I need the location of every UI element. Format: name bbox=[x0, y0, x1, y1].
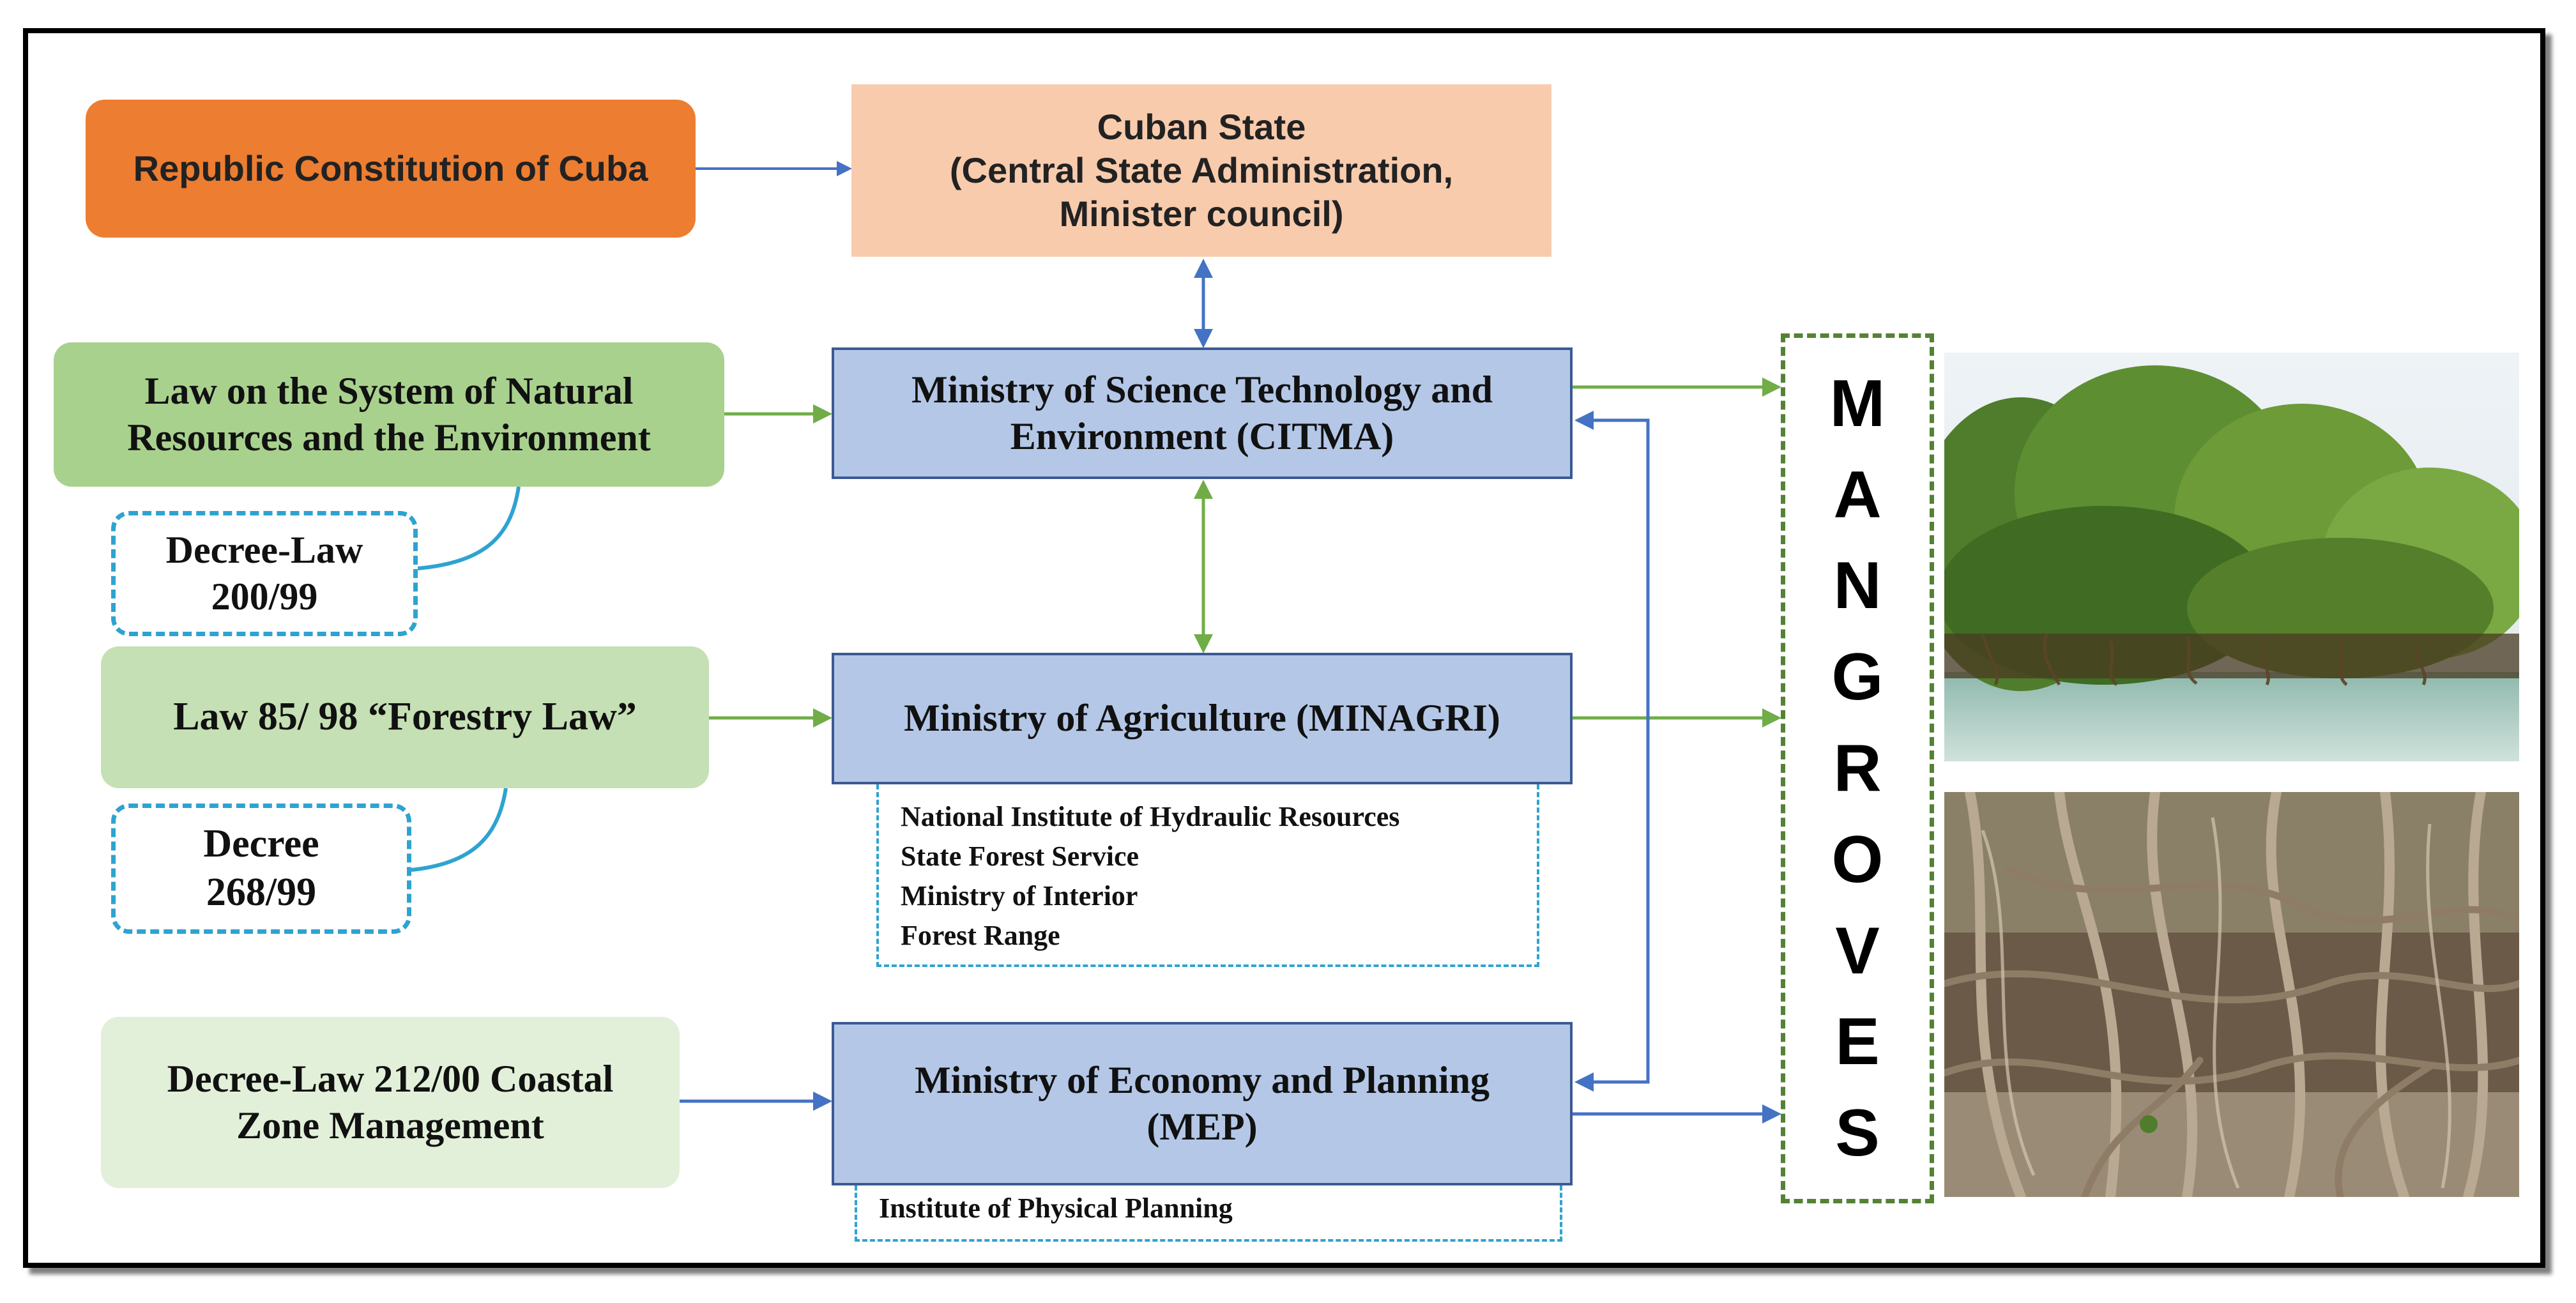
mangroves-letter: R bbox=[1833, 731, 1882, 805]
decree-law-200-line-1: Decree-Law bbox=[165, 528, 363, 571]
forestry-law-label: Law 85/ 98 “Forestry Law” bbox=[173, 695, 637, 739]
mep-box: Ministry of Economy and Planning (MEP) bbox=[832, 1022, 1573, 1185]
coastal-law-box: Decree-Law 212/00 Coastal Zone Managemen… bbox=[101, 1017, 680, 1188]
mangroves-letter: G bbox=[1831, 640, 1884, 715]
citma-box: Ministry of Science Technology and Envir… bbox=[832, 347, 1573, 479]
decree-law-200-line-2: 200/99 bbox=[211, 575, 318, 618]
cuban-state-box: Cuban State (Central State Administratio… bbox=[851, 84, 1551, 257]
citma-line-2: Environment (CITMA) bbox=[1010, 415, 1394, 457]
constitution-box: Republic Constitution of Cuba bbox=[86, 100, 696, 238]
mep-line-1: Ministry of Economy and Planning bbox=[914, 1058, 1490, 1101]
decree-law-200-box: Decree-Law 200/99 bbox=[111, 511, 418, 636]
mangroves-letter: N bbox=[1833, 549, 1882, 623]
cuban-state-line-2: (Central State Administration, bbox=[949, 149, 1454, 190]
mangroves-letter: M bbox=[1829, 366, 1886, 441]
law-environment-line-1: Law on the System of Natural bbox=[144, 369, 634, 412]
cuban-state-line-1: Cuban State bbox=[1097, 106, 1306, 147]
minagri-box: Ministry of Agriculture (MINAGRI) bbox=[832, 653, 1573, 784]
mangroves-letter: O bbox=[1831, 822, 1884, 897]
minagri-subunit-item: Forest Range bbox=[901, 920, 1060, 951]
decree-268-box: Decree 268/99 bbox=[111, 804, 411, 934]
decree-268-line-1: Decree bbox=[203, 822, 319, 866]
minagri-subunit-item: Ministry of Interior bbox=[901, 880, 1138, 911]
mangrove-roots-photo bbox=[1944, 792, 2519, 1197]
mangroves-letter: V bbox=[1835, 913, 1880, 988]
mep-subunit-item: Institute of Physical Planning bbox=[879, 1193, 1233, 1224]
cuban-state-line-3: Minister council) bbox=[1059, 194, 1344, 234]
constitution-label: Republic Constitution of Cuba bbox=[133, 148, 648, 188]
mangrove-canopy-photo bbox=[1944, 353, 2519, 761]
mep-line-2: (MEP) bbox=[1147, 1106, 1258, 1148]
coastal-law-line-2: Zone Management bbox=[236, 1104, 544, 1147]
mep-subunit-box: Institute of Physical Planning bbox=[855, 1185, 1562, 1242]
decree-268-line-2: 268/99 bbox=[206, 871, 317, 914]
minagri-subunits-box: National Institute of Hydraulic Resource… bbox=[876, 784, 1539, 967]
forestry-law-box: Law 85/ 98 “Forestry Law” bbox=[101, 646, 709, 788]
arrow-citma-mep-bracket bbox=[1574, 663, 1650, 1092]
mangroves-letter: E bbox=[1835, 1005, 1880, 1079]
minagri-subunit-item: State Forest Service bbox=[901, 841, 1139, 872]
minagri-subunit-item: National Institute of Hydraulic Resource… bbox=[901, 801, 1400, 832]
law-environment-box: Law on the System of Natural Resources a… bbox=[54, 342, 724, 487]
law-environment-line-2: Resources and the Environment bbox=[127, 416, 651, 459]
citma-line-1: Ministry of Science Technology and bbox=[911, 368, 1493, 411]
mangroves-box: M A N G R O V E S bbox=[1781, 333, 1934, 1203]
minagri-label: Ministry of Agriculture (MINAGRI) bbox=[904, 697, 1500, 740]
arrow-mep-citma-bracket bbox=[1574, 411, 1650, 663]
curve-decree-268-to-forestry bbox=[411, 788, 508, 872]
curve-decree-200-to-law-env bbox=[417, 486, 521, 570]
mangroves-letter: A bbox=[1833, 457, 1882, 532]
mangroves-letter: S bbox=[1835, 1096, 1880, 1171]
coastal-law-line-1: Decree-Law 212/00 Coastal bbox=[167, 1057, 614, 1100]
